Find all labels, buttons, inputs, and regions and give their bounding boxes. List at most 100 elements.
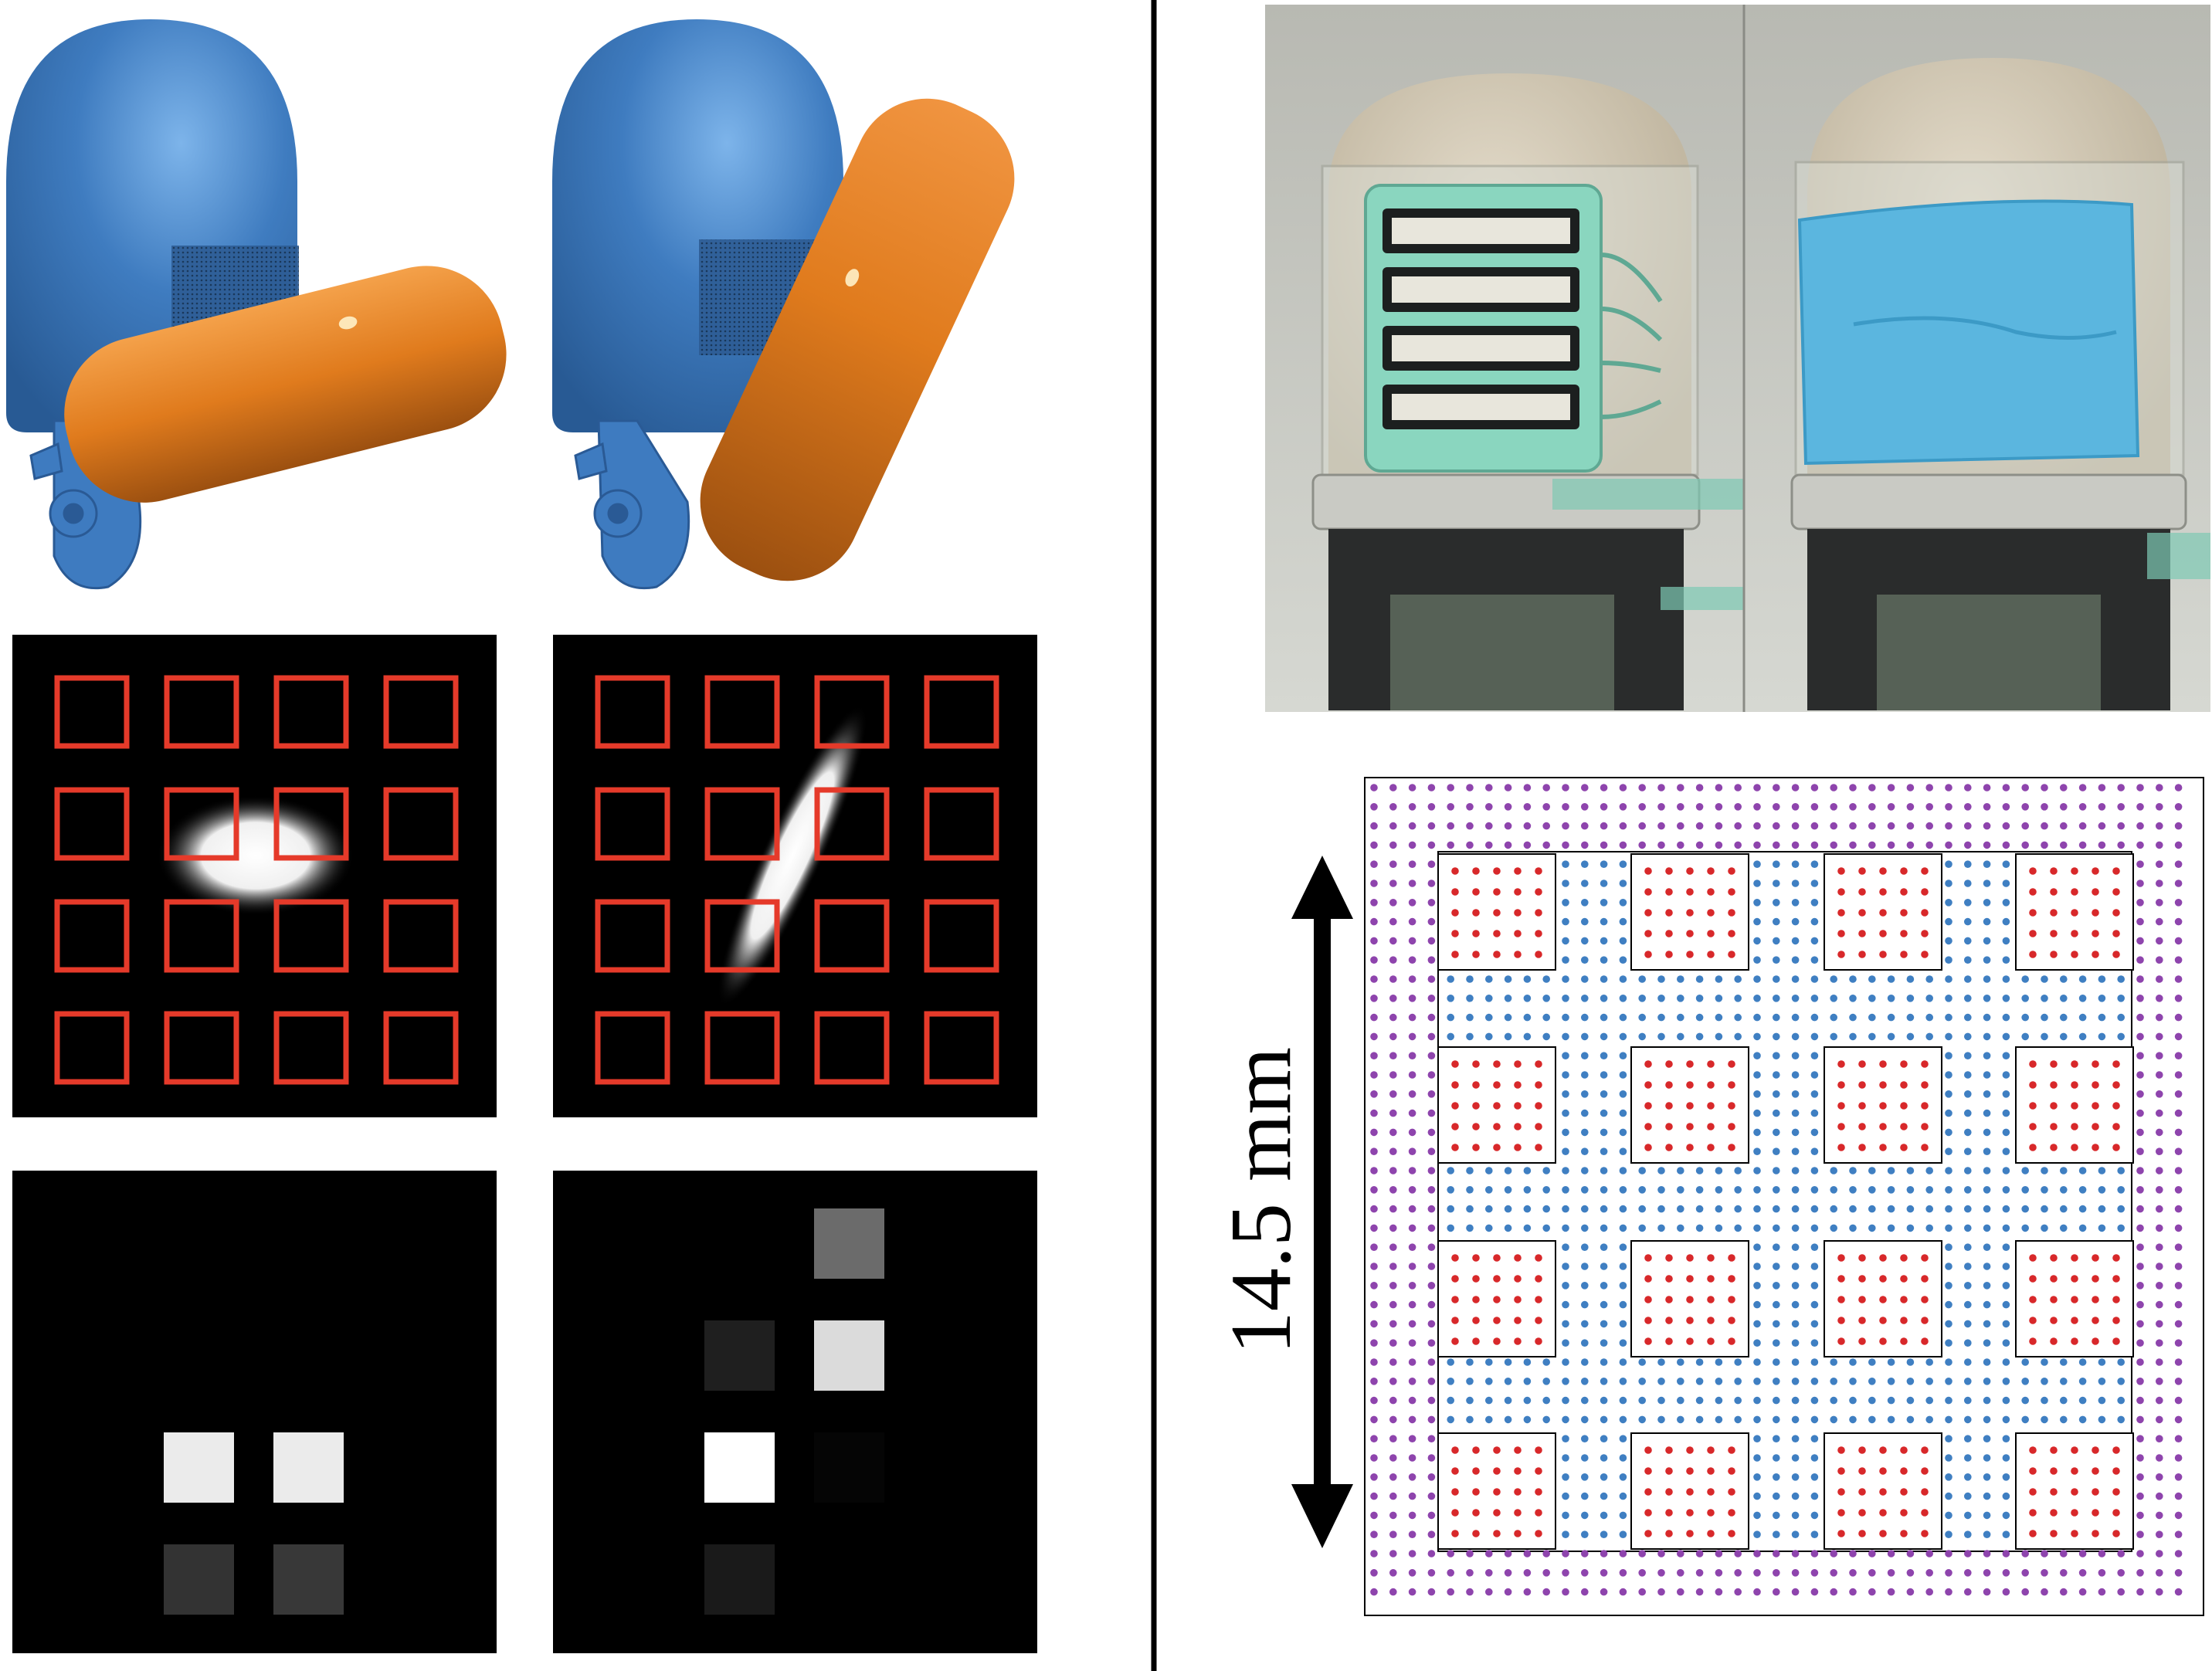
pad-electrode-dot — [1535, 1254, 1542, 1262]
pad-electrode-dot — [1879, 1144, 1887, 1151]
electrode-dot — [1677, 995, 1684, 1002]
electrode-dot — [1773, 803, 1780, 811]
taxel-box — [595, 787, 670, 861]
pad-electrode-dot — [1472, 1275, 1480, 1283]
electrode-dot — [1427, 1282, 1436, 1290]
electrode-dot — [1983, 1013, 1991, 1022]
electrode-dot — [1945, 860, 1952, 868]
pad-electrode-dot — [1451, 909, 1459, 917]
electrode-dot — [1868, 803, 1876, 811]
electrode-dot — [2041, 1378, 2048, 1385]
pad-electrode-dot — [1472, 867, 1480, 875]
electrode-dot — [1370, 1147, 1378, 1155]
electrode-dot — [1370, 975, 1378, 983]
electrode-dot — [1504, 975, 1512, 983]
pad-electrode-dot — [1665, 909, 1673, 917]
electrode-dot — [1427, 1109, 1436, 1117]
electrode-dot — [1389, 1396, 1397, 1405]
electrode-dot — [1562, 1454, 1569, 1462]
pad-electrode-dot — [1686, 867, 1694, 875]
electrode-dot — [1581, 975, 1589, 983]
pad-electrode-dot — [1514, 1254, 1522, 1262]
electrode-dot — [1370, 1282, 1378, 1290]
electrode-dot — [1677, 1550, 1684, 1557]
electrode-dot — [1523, 1569, 1532, 1577]
electrode-dot — [1562, 1205, 1569, 1213]
pad-electrode-dot — [1535, 951, 1542, 958]
electrode-dot — [1734, 1588, 1742, 1596]
electrode-dot — [1964, 841, 1972, 849]
pad-electrode-dot — [1858, 1275, 1866, 1283]
pad-electrode-dot — [1858, 1509, 1866, 1517]
electrode-dot — [1600, 1588, 1608, 1596]
electrode-dot — [1447, 1396, 1454, 1405]
pad-electrode-dot — [2112, 1467, 2120, 1475]
electrode-dot — [1849, 1013, 1857, 1022]
electrode-dot — [1370, 1013, 1378, 1022]
pad-electrode-dot — [1879, 930, 1887, 937]
pad-electrode-dot — [2071, 1337, 2078, 1345]
electrode-dot — [1695, 1415, 1704, 1424]
electrode-dot — [2136, 1339, 2144, 1347]
electrode-dot — [1562, 860, 1569, 868]
electrode-dot — [2098, 1205, 2106, 1213]
pad-electrode-dot — [1514, 1123, 1522, 1130]
pad-electrode-dot — [2050, 930, 2058, 937]
electrode-dot — [1504, 803, 1512, 811]
pad-electrode-dot — [1707, 1254, 1715, 1262]
electrode-dot — [1619, 841, 1627, 849]
electrode-dot — [2136, 1128, 2144, 1137]
electrode-dot — [2002, 1339, 2010, 1347]
electrode-dot — [1983, 995, 1991, 1002]
electrode-dot — [1945, 1396, 1952, 1405]
electrode-dot — [1773, 1052, 1780, 1059]
pad-electrode-dot — [1837, 1060, 1845, 1068]
taxel-box — [383, 899, 459, 973]
pad-electrode-dot — [1535, 1488, 1542, 1496]
pad-electrode-dot — [2050, 951, 2058, 958]
electrode-dot — [1810, 899, 1819, 907]
electrode-dot — [1791, 1454, 1800, 1462]
electrode-dot — [1542, 822, 1550, 830]
electrode-dot — [1389, 1282, 1397, 1290]
electrode-dot — [2156, 803, 2163, 811]
electrode-dot — [2174, 1358, 2183, 1366]
pad-electrode-dot — [1921, 951, 1929, 958]
electrode-dot — [1408, 1205, 1416, 1213]
electrode-dot — [2002, 1320, 2010, 1328]
electrode-dot — [1945, 1224, 1952, 1232]
pad-electrode-dot — [1686, 888, 1694, 896]
taxel-intensity-cells — [704, 1208, 884, 1615]
electrode-dot — [2041, 1415, 2048, 1424]
electrode-dot — [1983, 1435, 1991, 1442]
electrode-dot — [1485, 1186, 1493, 1194]
electrode-dot — [1562, 1588, 1569, 1596]
pad-electrode-dot — [1879, 1488, 1887, 1496]
electrode-dot — [1849, 1550, 1857, 1557]
electrode-dot — [1810, 1090, 1819, 1098]
electrode-dot — [1370, 1263, 1378, 1270]
electrode-dot — [1849, 841, 1857, 849]
pad-electrode-dot — [1837, 909, 1845, 917]
electrode-dot — [2174, 1243, 2183, 1251]
electrode-dot — [1581, 1320, 1589, 1328]
electrode-dot — [1830, 1550, 1837, 1557]
electrode-dot — [1753, 860, 1761, 868]
electrode-dot — [2002, 1588, 2010, 1596]
electrode-dot — [1600, 860, 1608, 868]
pad-electrode-dot — [1728, 888, 1735, 896]
pad-electrode-dot — [1707, 930, 1715, 937]
electrode-dot — [1868, 1415, 1876, 1424]
electrode-dot — [1370, 1071, 1378, 1079]
pad-electrode-dot — [1686, 1060, 1694, 1068]
electrode-dot — [1389, 1358, 1397, 1366]
pad-electrode-dot — [2092, 1446, 2099, 1454]
pad-electrode-dot — [1900, 1530, 1908, 1537]
pad-electrode-dot — [1707, 909, 1715, 917]
electrode-dot — [1849, 1358, 1857, 1366]
pad-electrode-dot — [1728, 951, 1735, 958]
pad-electrode-dot — [2092, 1275, 2099, 1283]
electrode-dot — [1983, 1282, 1991, 1290]
electrode-dot — [1773, 1339, 1780, 1347]
electrode-dot — [1964, 1147, 1972, 1155]
